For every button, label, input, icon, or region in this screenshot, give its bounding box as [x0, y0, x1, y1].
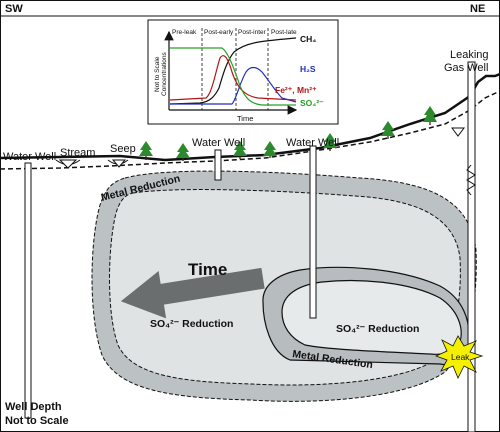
corner-label-sw: SW	[5, 3, 23, 15]
water-well-left-label: Water Well	[3, 151, 56, 163]
inset-frame	[147, 19, 339, 125]
water-well-right-casing	[309, 145, 317, 319]
water-well-mid-label: Water Well	[192, 137, 245, 149]
water-table-line	[0, 91, 499, 170]
tree-trunks	[145, 122, 431, 161]
phase-label-post-inter: Post-inter	[238, 29, 267, 36]
so4-curve	[170, 47, 296, 106]
depth-note-line-1: Well Depth	[5, 401, 62, 413]
time-arrow	[120, 267, 265, 319]
series-label-fe-mn: Fe²⁺, Mn²⁺	[275, 85, 317, 95]
leak-label: Leak	[451, 352, 470, 362]
tree-icon	[176, 143, 190, 158]
sulfate-reduction-label-outer: SO₄²⁻ Reduction	[150, 318, 233, 330]
tree-icon	[381, 121, 395, 136]
seep-label: Seep	[110, 143, 136, 155]
inset-xlabel: Time	[237, 114, 253, 123]
tree-icons	[139, 106, 437, 158]
water-well-mid-casing	[214, 149, 222, 181]
stream-label: Stream	[60, 147, 95, 159]
h2s-curve	[170, 66, 297, 105]
series-label-so4: SO₄²⁻	[300, 98, 324, 108]
tree-icon	[263, 141, 277, 156]
water-level-triangle	[58, 159, 78, 169]
time-label: Time	[188, 260, 227, 279]
leak-burst-icon	[434, 335, 484, 379]
water-well-right-label: Water Well	[286, 137, 339, 149]
inset-chart: Pre-leak Post-early Post-inter Post-late…	[147, 19, 339, 125]
leaking-gas-well-label-1: Leaking	[450, 49, 489, 61]
phase-label-pre-leak: Pre-leak	[172, 29, 197, 36]
phase-label-post-early: Post-early	[204, 29, 234, 36]
ch4-curve	[169, 37, 297, 105]
series-label-h2s: H₂S	[300, 64, 316, 74]
tree-icon	[423, 106, 437, 122]
leaking-gas-well-casing	[467, 61, 476, 432]
water-level-triangle	[451, 127, 465, 137]
gas-well-fracture	[466, 164, 476, 196]
corner-label-ne: NE	[470, 3, 485, 15]
inset-ylabel-2: Concentrations	[161, 52, 168, 96]
ground-surface-line	[0, 72, 500, 162]
water-level-triangle	[111, 159, 127, 168]
fe-mn-curve	[169, 55, 297, 101]
series-label-ch4: CH₄	[300, 34, 316, 44]
tree-icon	[233, 141, 247, 156]
phase-label-post-late: Post-late	[271, 29, 297, 36]
depth-note-line-2: Not to Scale	[5, 415, 69, 427]
inset-ylabel-1: Not to Scale	[154, 56, 161, 92]
tree-icon	[139, 141, 153, 156]
tree-icon	[323, 133, 337, 148]
water-well-left-casing	[24, 162, 32, 419]
leaking-gas-well-label-2: Gas Well	[444, 62, 488, 74]
sulfate-reduction-label-inner: SO₄²⁻ Reduction	[336, 323, 419, 335]
